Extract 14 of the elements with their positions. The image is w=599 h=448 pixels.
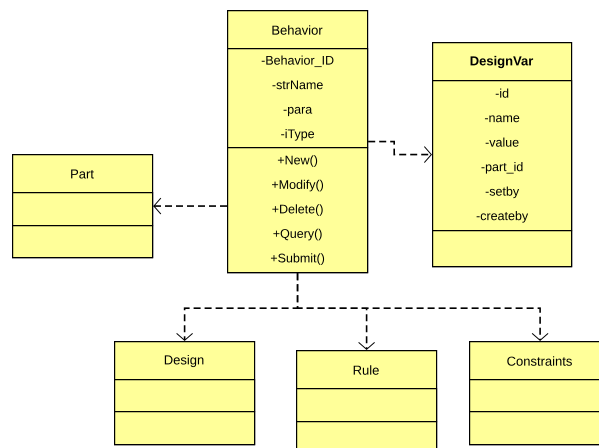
compartment (469, 379, 599, 412)
compartment (12, 225, 154, 258)
compartment (469, 411, 599, 446)
compartment (296, 421, 438, 448)
dependency-arrow (296, 273, 549, 341)
compartment (296, 388, 438, 422)
attribute-compartment: -Behavior_ID -strName -para -iType (227, 48, 368, 148)
dependency-arrow (368, 140, 432, 164)
compartment (114, 379, 256, 412)
dependency-arrow (153, 198, 227, 215)
compartment (432, 230, 572, 268)
compartment (114, 411, 256, 446)
compartment (12, 192, 154, 226)
method-compartment: +New() +Modify() +Delete() +Query() +Submit() (227, 147, 368, 274)
